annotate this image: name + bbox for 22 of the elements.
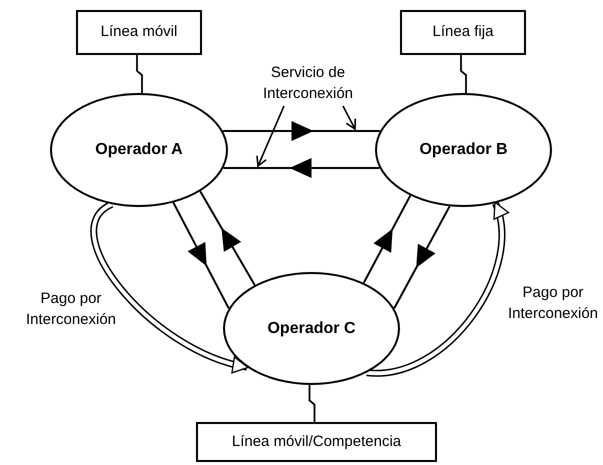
arrow (362, 195, 412, 284)
node-label: Línea fija (432, 22, 494, 42)
node-label: Línea móvil (100, 22, 178, 42)
connector-line (460, 55, 467, 93)
leader-line (256, 106, 285, 167)
edge-label: Pago por Interconexión (24, 289, 118, 330)
node-label: Operador C (267, 318, 356, 338)
connector-line (136, 55, 143, 93)
arrow (223, 158, 380, 178)
edge-label: Pago por Interconexión (506, 283, 600, 324)
hollow-curved-arrow (90, 201, 249, 372)
node-label: Línea móvil/Competencia (232, 432, 402, 452)
arrow (393, 206, 451, 309)
connector-line (308, 385, 316, 422)
node-label: Operador A (95, 140, 183, 160)
leader-line (342, 106, 356, 130)
hollow-curved-arrow (366, 202, 508, 376)
arrow (199, 190, 256, 286)
callout-text: Servicio de Interconexión (240, 62, 376, 104)
arrow (172, 202, 230, 309)
arrow (222, 121, 380, 141)
node-label: Operador B (419, 140, 508, 160)
